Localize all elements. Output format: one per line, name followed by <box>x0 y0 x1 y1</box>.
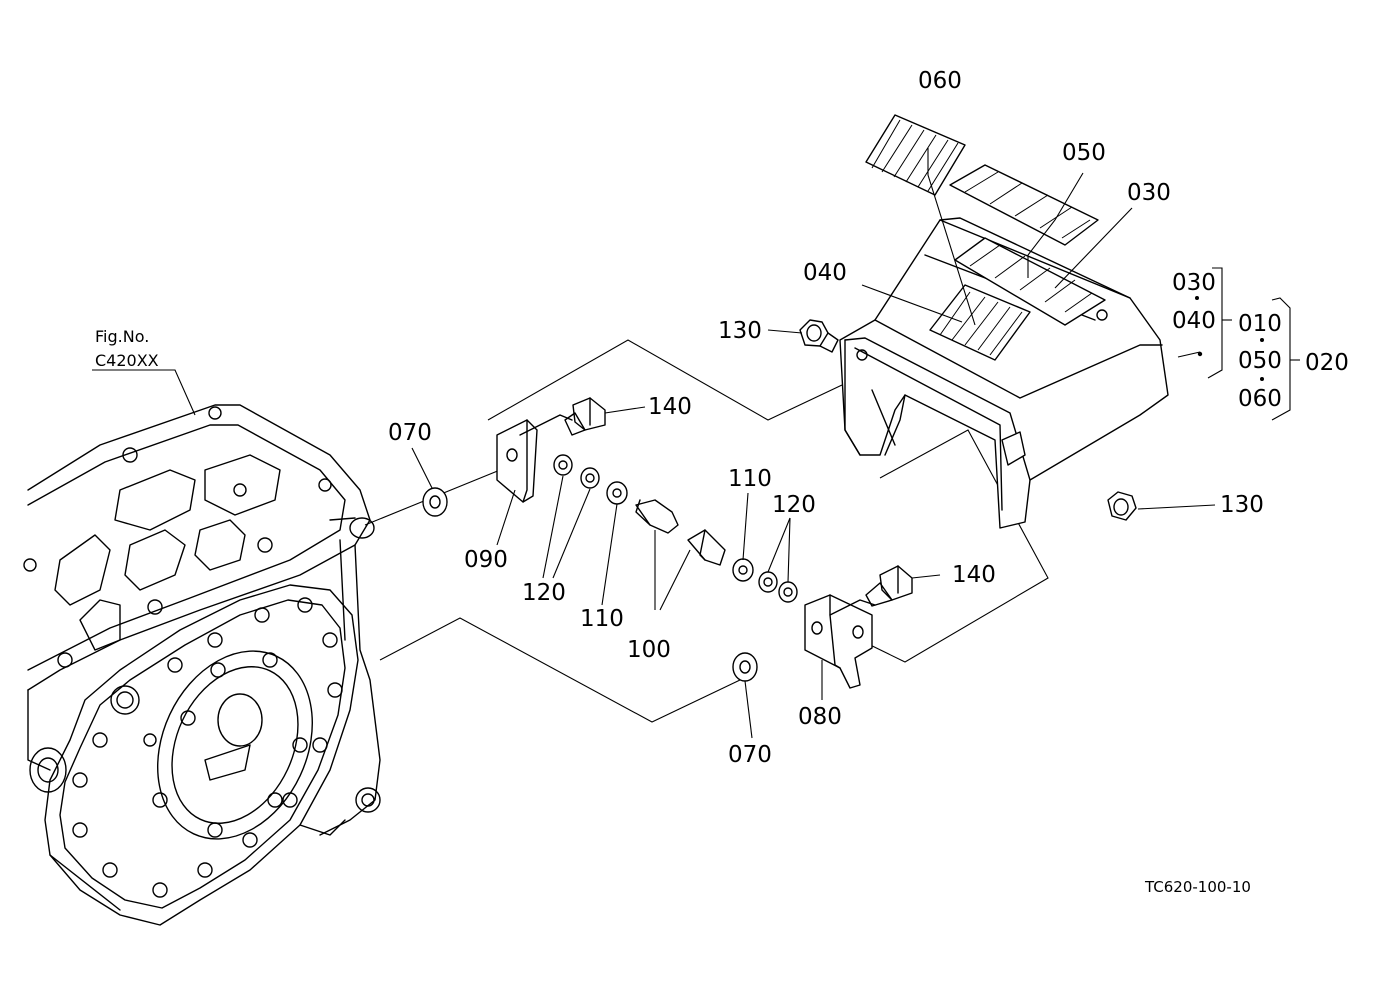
gear-case-housing <box>23 404 381 926</box>
label-060: 060 <box>918 68 962 94</box>
label-130-top: 130 <box>718 318 762 344</box>
drawing-code: TC620-100-10 <box>1144 878 1251 896</box>
washer-070-bottom <box>732 652 758 682</box>
label-110-right: 110 <box>728 466 772 492</box>
washers-120-left <box>553 454 600 489</box>
fig-label: Fig.No. <box>95 327 149 346</box>
label-070-bottom: 070 <box>728 742 772 768</box>
washers-120-right <box>758 571 798 603</box>
switch-140-top <box>564 397 606 436</box>
label-080: 080 <box>798 704 842 730</box>
decal-030 <box>954 237 1106 326</box>
group-label-050: 050 <box>1238 348 1282 374</box>
cover-assembly <box>799 217 1169 529</box>
label-100: 100 <box>627 637 671 663</box>
decal-060 <box>865 114 966 196</box>
assembly-brackets <box>1195 267 1300 421</box>
washer-110-left <box>606 481 628 505</box>
label-030: 030 <box>1127 180 1171 206</box>
bolt-100-left <box>635 499 679 534</box>
label-070-top: 070 <box>388 420 432 446</box>
decal-040 <box>929 284 1031 361</box>
label-120-right: 120 <box>772 492 816 518</box>
callout-leaders <box>92 148 1216 739</box>
nut-130-top <box>799 319 839 353</box>
label-130-right: 130 <box>1220 492 1264 518</box>
decal-050 <box>949 164 1099 246</box>
group-label-040: 040 <box>1172 308 1216 334</box>
callout-labels: 060 050 030 040 130 130 140 140 070 070 … <box>95 68 1349 896</box>
group-label-060: 060 <box>1238 386 1282 412</box>
switch-140-bottom <box>865 565 913 607</box>
label-090: 090 <box>464 547 508 573</box>
label-140-bottom: 140 <box>952 562 996 588</box>
group-label-020: 020 <box>1305 350 1349 376</box>
washer-110-right <box>732 558 754 582</box>
label-120-left: 120 <box>522 580 566 606</box>
label-050: 050 <box>1062 140 1106 166</box>
bracket-080 <box>804 594 876 689</box>
label-140-top: 140 <box>648 394 692 420</box>
label-110-left: 110 <box>580 606 624 632</box>
label-040: 040 <box>803 260 847 286</box>
bracket-090 <box>496 414 573 503</box>
bolt-100-right <box>687 529 726 566</box>
fig-number: C420XX <box>95 351 159 370</box>
nut-130-right <box>1107 491 1137 521</box>
group-label-010: 010 <box>1238 311 1282 337</box>
washer-070-top <box>422 487 448 517</box>
group-label-030: 030 <box>1172 270 1216 296</box>
